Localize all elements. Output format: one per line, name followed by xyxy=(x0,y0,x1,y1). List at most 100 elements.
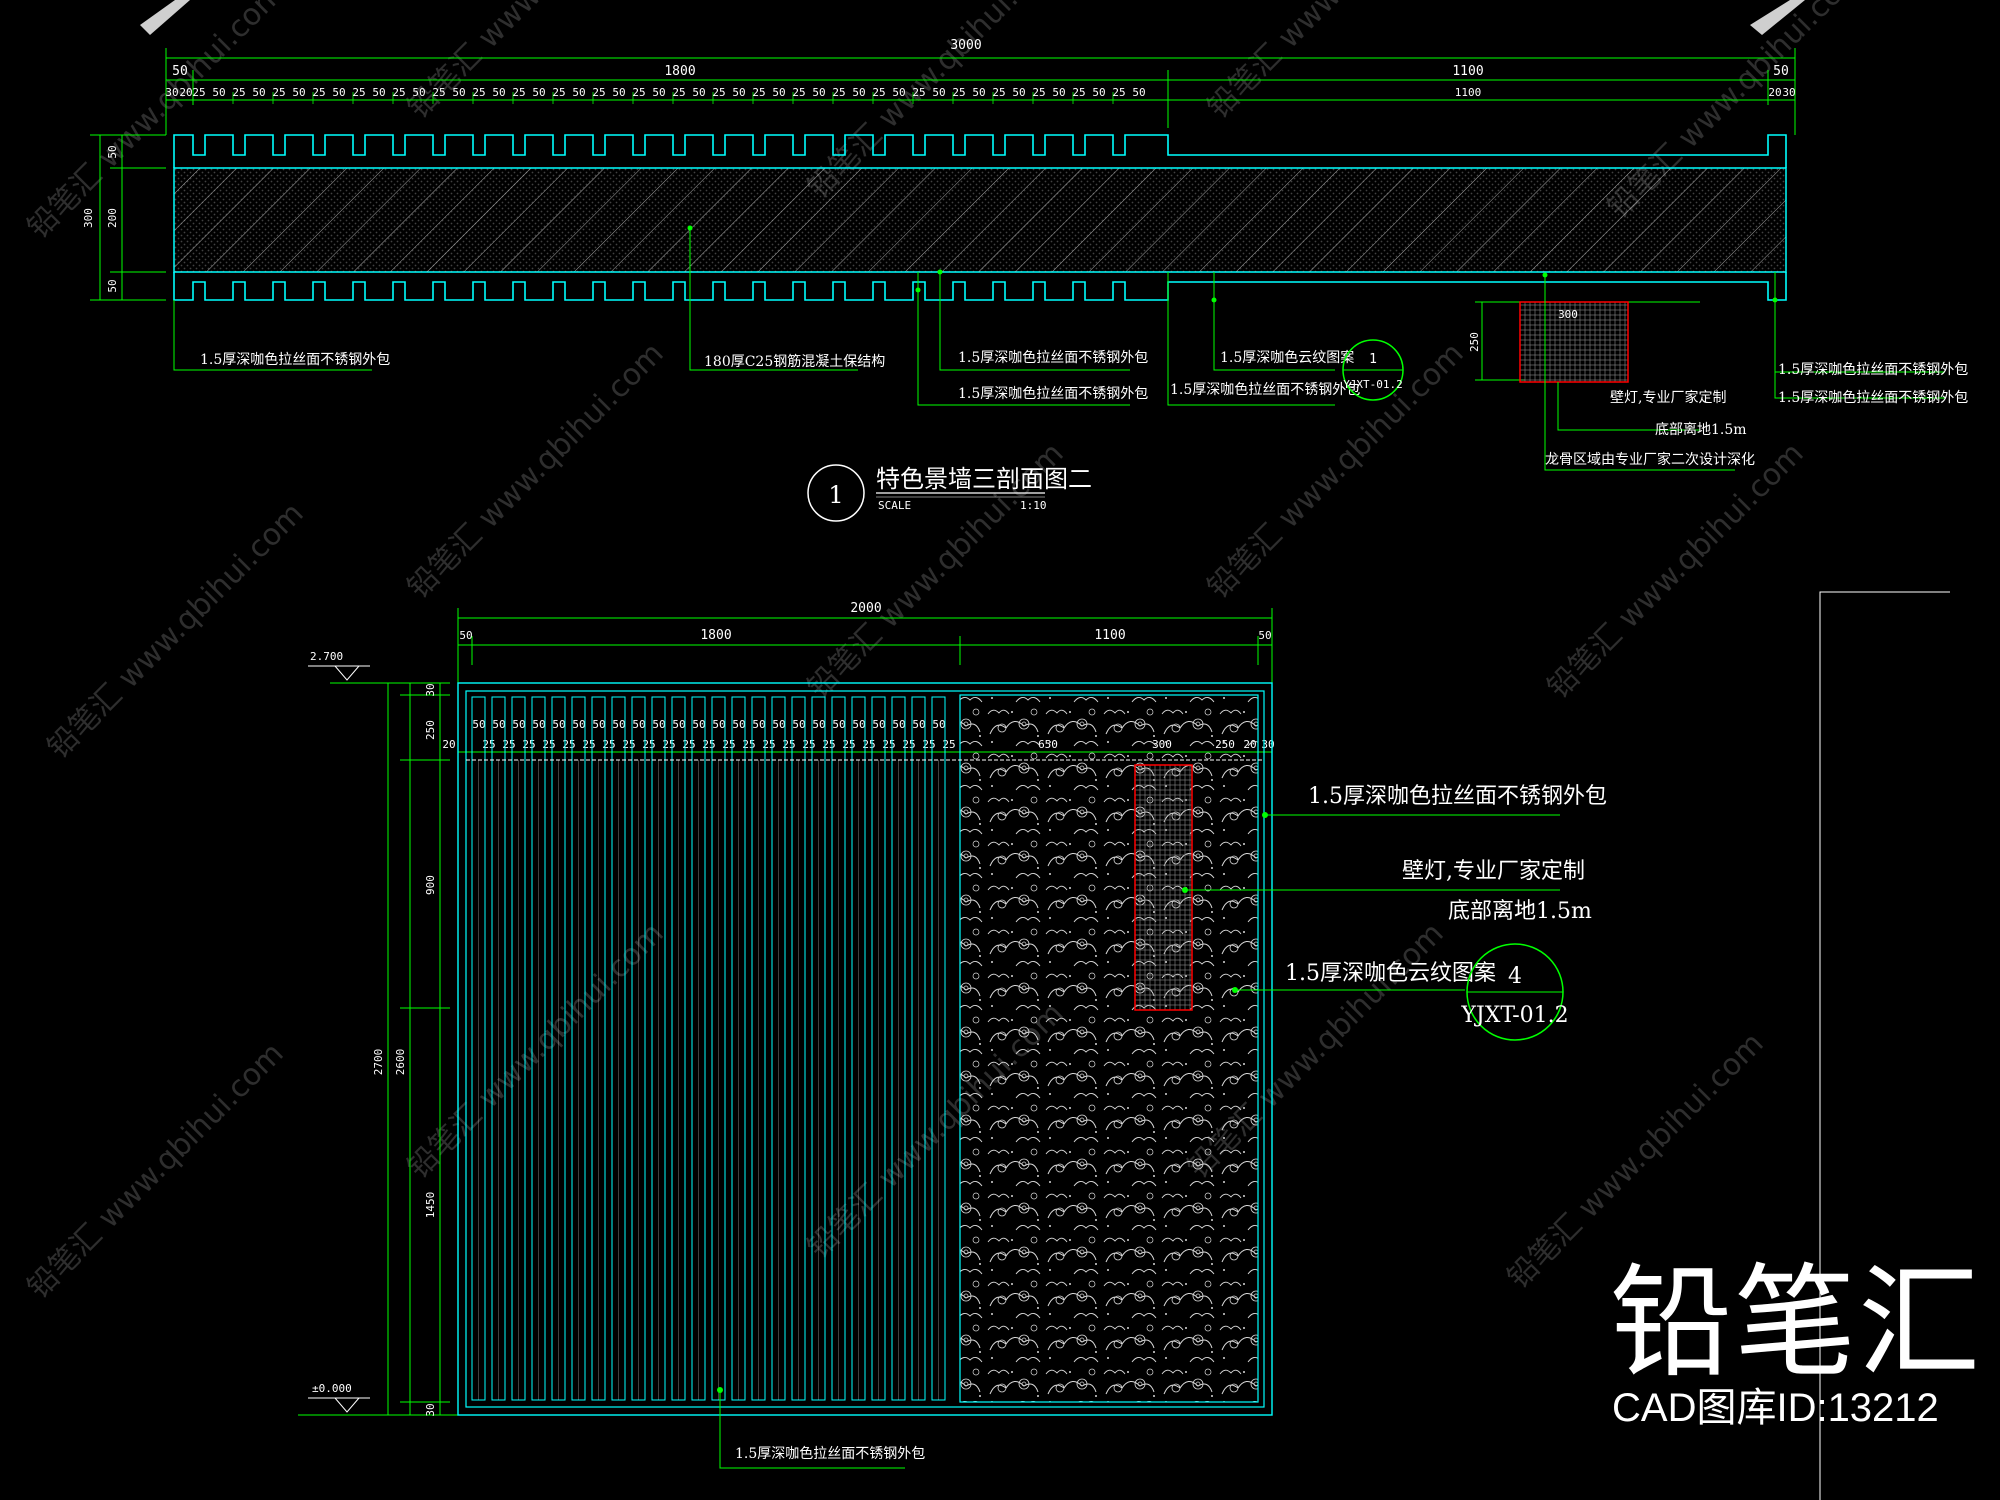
section-dim-fin-30: 30 xyxy=(165,86,178,99)
elevation-fin-dim-25: 25 xyxy=(682,738,695,751)
elevation-fin-dim-50: 50 xyxy=(812,718,825,731)
section-fin-dim-25: 25 xyxy=(352,86,365,99)
section-scale: 1:10 xyxy=(1020,499,1047,512)
sheet-border xyxy=(1819,591,1950,1500)
elevation-fin-dim-25: 25 xyxy=(802,738,815,751)
section-note-lamp-3: 龙骨区域由专业厂家二次设计深化 xyxy=(1545,451,1755,468)
section-fin-dim-50: 50 xyxy=(932,86,945,99)
section-fin-dim-25: 25 xyxy=(832,86,845,99)
elevation-fin-dim-50: 50 xyxy=(692,718,705,731)
elevation-fin-dim-25: 25 xyxy=(882,738,895,751)
section-note-concrete: 180厚C25钢筋混凝土保结构 xyxy=(704,353,885,370)
elevation-outer-frame xyxy=(457,682,1273,1416)
elevation-dim-fins: 1800 xyxy=(700,628,731,643)
elevation-dim-end-left: 50 xyxy=(459,629,472,642)
section-title-bubble xyxy=(807,464,865,522)
section-fin-dim-25: 25 xyxy=(312,86,325,99)
section-fin-dim-50: 50 xyxy=(1132,86,1145,99)
elevation-fin-dim-25: 25 xyxy=(562,738,575,751)
elevation-fin-dim-25: 25 xyxy=(822,738,835,751)
elevation-fin-dim-25: 25 xyxy=(702,738,715,751)
section-fin-dim-25: 25 xyxy=(552,86,565,99)
elevation-fin-dim-50: 50 xyxy=(792,718,805,731)
elevation-dim-total: 2000 xyxy=(850,601,881,616)
watermark-text: 铅笔汇 www.qbihui.com xyxy=(401,336,671,606)
logo-text: 铅笔汇 xyxy=(1610,1252,1982,1394)
section-fin-dim-25: 25 xyxy=(392,86,405,99)
elevation-fin-dim-50: 50 xyxy=(832,718,845,731)
elevation-dim-1450: 1450 xyxy=(424,1192,437,1219)
section-fin-dim-25: 25 xyxy=(792,86,805,99)
section-dim-panel-2: 1100 xyxy=(1455,86,1482,99)
elevation-fin-dim-50: 50 xyxy=(472,718,485,731)
section-fin-dim-50: 50 xyxy=(452,86,465,99)
elevation-fin-dim-50: 50 xyxy=(872,718,885,731)
section-drawing: 3000 50 1800 1100 50 1100 30 20 20 30 25… xyxy=(82,38,1968,522)
section-ref-number: 1 xyxy=(1369,352,1377,367)
elevation-fin-dim-25: 25 xyxy=(842,738,855,751)
section-fin-dim-50: 50 xyxy=(852,86,865,99)
section-fin-dim-25: 25 xyxy=(1112,86,1125,99)
section-fin-dim-25: 25 xyxy=(232,86,245,99)
elevation-fin-dim-25: 25 xyxy=(722,738,735,751)
elevation-fin-dim-50: 50 xyxy=(552,718,565,731)
elevation-note-steel: 1.5厚深咖色拉丝面不锈钢外包 xyxy=(1308,784,1607,809)
section-fin-dim-25: 25 xyxy=(952,86,965,99)
section-fin-dim-50: 50 xyxy=(692,86,705,99)
corner-mark-right xyxy=(1750,0,1805,35)
elevation-dim-edge: 20 xyxy=(442,738,455,751)
section-fin-dim-50: 50 xyxy=(1052,86,1065,99)
corner-mark-left xyxy=(140,0,190,35)
elevation-fin-dim-50: 50 xyxy=(672,718,685,731)
elevation-cloud-panel xyxy=(959,694,1259,1403)
section-fin-dim-50: 50 xyxy=(772,86,785,99)
section-fin-dim-25: 25 xyxy=(672,86,685,99)
section-fin-dim-50: 50 xyxy=(972,86,985,99)
section-dim-height: 300 xyxy=(82,208,95,228)
elevation-fins xyxy=(471,696,946,1401)
elevation-dim-end-right: 50 xyxy=(1258,629,1271,642)
library-id: CAD图库ID:13212 xyxy=(1612,1386,1939,1430)
elevation-fin-dim-25: 25 xyxy=(602,738,615,751)
elevation-level-top: 2.700 xyxy=(310,650,343,663)
elevation-note-lamp-2: 底部离地1.5m xyxy=(1448,899,1592,924)
section-dim-fin-bottom: 50 xyxy=(106,279,119,292)
elevation-fin-dim-50: 50 xyxy=(892,718,905,731)
elevation-fin-dim-25: 25 xyxy=(742,738,755,751)
elevation-fin-dim-25: 25 xyxy=(662,738,675,751)
elevation-note-bottom: 1.5厚深咖色拉丝面不锈钢外包 xyxy=(735,1445,925,1462)
section-top-fin-profile xyxy=(173,134,1787,168)
elevation-fin-dim-25: 25 xyxy=(782,738,795,751)
elevation-fin-dim-50: 50 xyxy=(852,718,865,731)
section-dim-fin-20: 20 xyxy=(179,86,192,99)
elevation-note-cloud: 1.5厚深咖色云纹图案 xyxy=(1285,961,1496,986)
section-fin-dim-50: 50 xyxy=(212,86,225,99)
elevation-fin-dim-25: 25 xyxy=(542,738,555,751)
elevation-ref-sheet: YJXT-01.2 xyxy=(1460,1003,1568,1028)
watermark-text: 铅笔汇 www.qbihui.com xyxy=(1201,336,1471,606)
elevation-level-bottom: ±0.000 xyxy=(312,1382,352,1395)
section-dim-end-30: 30 xyxy=(1782,86,1795,99)
elevation-fin-dim-25: 25 xyxy=(942,738,955,751)
elevation-fin-dim-25: 25 xyxy=(762,738,775,751)
section-note-cloud-side: 1.5厚深咖色拉丝面不锈钢外包 xyxy=(1170,381,1360,398)
section-fin-dim-50: 50 xyxy=(532,86,545,99)
section-dim-end-left: 50 xyxy=(172,64,188,79)
elevation-fin-dim-25: 25 xyxy=(902,738,915,751)
elevation-fin-dim-50: 50 xyxy=(732,718,745,731)
section-fin-dim-25: 25 xyxy=(912,86,925,99)
section-title-number: 1 xyxy=(828,481,843,509)
elevation-fin-dim-25: 25 xyxy=(642,738,655,751)
elevation-drawing: 50 25 50 25 50 25 50 25 50 25 50 25 50 25 50 25 50 25 50 25… xyxy=(298,601,1607,1469)
section-note-fin-face: 1.5厚深咖色拉丝面不锈钢外包 xyxy=(958,349,1148,366)
watermark-text: 铅笔汇 www.qbihui.com xyxy=(1201,0,1471,126)
section-dim-core: 200 xyxy=(106,208,119,228)
section-note-lamp-1: 壁灯,专业厂家定制 xyxy=(1610,389,1726,406)
section-note-outer-left: 1.5厚深咖色拉丝面不锈钢外包 xyxy=(200,351,390,368)
section-fin-dim-50: 50 xyxy=(892,86,905,99)
section-note-right-2: 1.5厚深咖色拉丝面不锈钢外包 xyxy=(1778,389,1968,406)
elevation-fin-dim-25: 25 xyxy=(582,738,595,751)
watermark-text: 铅笔汇 www.qbihui.com xyxy=(1541,436,1811,706)
section-dim-total: 3000 xyxy=(950,38,981,53)
